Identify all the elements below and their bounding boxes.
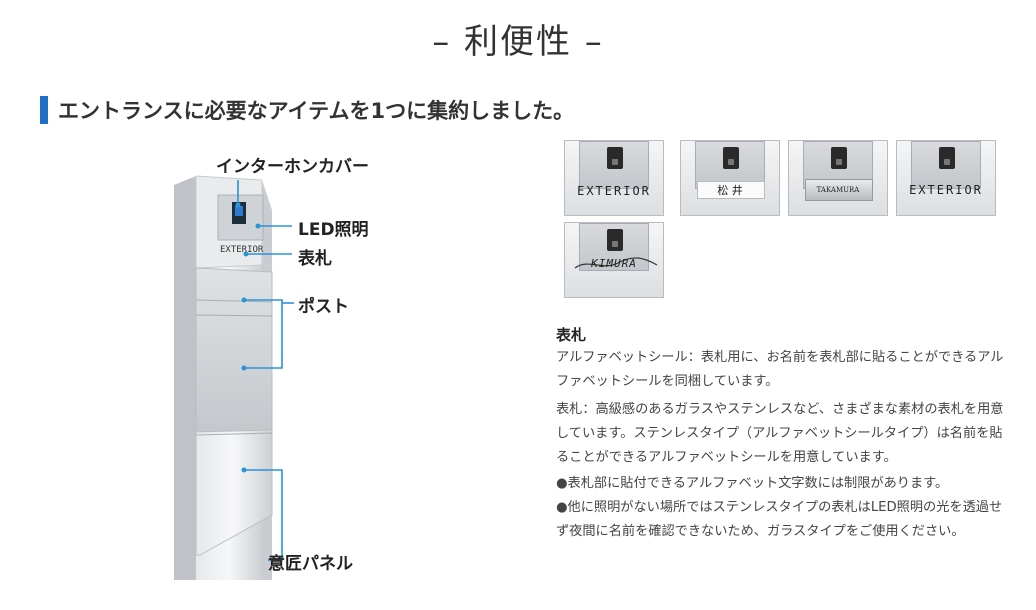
callout-led-light: LED照明	[298, 220, 369, 240]
info-heading: 表札	[556, 326, 587, 344]
nameplate-thumbnail: TAKAMURA	[788, 140, 888, 216]
info-note-glass-type: ●他に照明がない場所ではステンレスタイプの表札はLED照明の光を透過せず夜間に名…	[556, 500, 1003, 539]
vine-ornament	[574, 257, 658, 269]
callout-post: ポスト	[298, 297, 349, 317]
info-note-character-limit: ●表札部に貼付できるアルファベット文字数には制限があります。	[556, 476, 949, 491]
callout-intercom-cover: インターホンカバー	[216, 157, 369, 177]
nameplate-thumbnail: EXTERIOR	[896, 140, 996, 216]
info-paragraph-nameplate: 表札：高級感のあるガラスやステンレスなど、さまざまな素材の表札を用意しています。…	[556, 402, 1004, 465]
nameplate-thumbnail: KIMURA	[564, 222, 664, 298]
plate-text: EXTERIOR	[220, 245, 264, 255]
section-heading: エントランスに必要なアイテムを1つに集約しました。	[58, 99, 575, 123]
page-title: – 利便性 –	[432, 22, 604, 62]
nameplate-thumbnail: EXTERIOR	[564, 140, 664, 216]
callout-nameplate: 表札	[298, 249, 332, 269]
info-paragraph-sticker: アルファベットシール：表札用に、お名前を表札部に貼ることができるアルファベットシ…	[556, 350, 1004, 389]
nameplate-thumbnail: 松 井	[680, 140, 780, 216]
section-accent-bar	[40, 96, 48, 124]
callout-design-panel: 意匠パネル	[268, 554, 353, 574]
post-illustration: EXTERIOR	[174, 175, 294, 580]
